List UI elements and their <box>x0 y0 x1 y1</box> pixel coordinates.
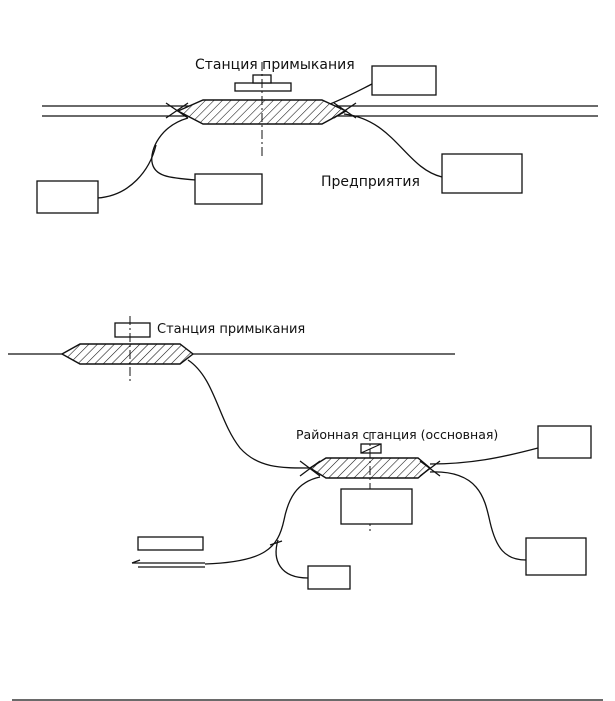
district-siding-left <box>204 476 321 565</box>
bottom-station-label: Станция примыкания <box>157 322 305 337</box>
district-station-label: Районная станция (осcновная) <box>296 427 498 442</box>
district-siding-upper-right <box>429 447 539 465</box>
top-enterprise-lower-right <box>441 153 523 194</box>
district-enterprise-lower-right <box>525 537 587 576</box>
top-enterprise-upper-right <box>371 65 437 96</box>
district-switch-mark <box>269 540 283 546</box>
bottom-junction-yard <box>60 343 195 365</box>
district-siding-small <box>275 539 309 579</box>
top-station-label: Станция примыкания <box>195 57 355 73</box>
top-scheme: Станция примыкания Предприятия <box>36 57 598 214</box>
district-left-crossover <box>299 460 321 477</box>
bottom-junction-building <box>114 322 151 338</box>
top-siding-middle <box>151 117 197 181</box>
district-dead-end-tracks <box>132 562 205 568</box>
district-depot-box <box>340 488 413 525</box>
district-dead-end-tip <box>131 559 141 564</box>
top-station-building <box>234 82 292 92</box>
district-building-hatch <box>360 443 382 454</box>
top-enterprises-label: Предприятия <box>321 174 420 190</box>
top-siding-upper-right <box>329 83 373 105</box>
district-siding-lower-right <box>429 471 527 561</box>
top-left-crossover <box>165 102 189 119</box>
bottom-connecting-line <box>187 359 311 469</box>
district-enterprise-small <box>307 565 351 590</box>
top-siding-left <box>96 144 157 199</box>
bottom-scheme: Станция примыкания Районная станция (осc… <box>8 316 592 590</box>
top-siding-lower-right <box>343 113 443 178</box>
district-enterprise-upper-right <box>537 425 592 459</box>
top-enterprise-middle <box>194 173 263 205</box>
district-platform <box>137 536 204 551</box>
top-enterprise-left <box>36 180 99 214</box>
